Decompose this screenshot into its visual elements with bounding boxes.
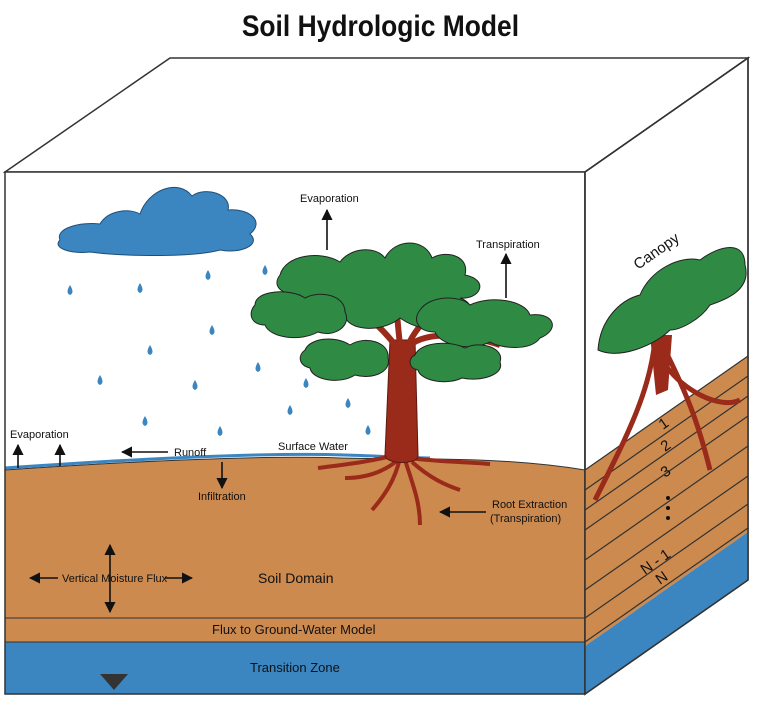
- label-root-extraction: Root Extraction: [492, 499, 567, 511]
- label-surface-water: Surface Water: [278, 441, 348, 453]
- label-root-extraction-sub: (Transpiration): [490, 513, 561, 525]
- side-soil: [585, 356, 748, 646]
- side-tree: [592, 247, 747, 502]
- label-transpiration: Transpiration: [476, 239, 540, 251]
- label-transition-zone: Transition Zone: [250, 660, 340, 675]
- label-vertical-moisture-flux: Vertical Moisture Flux: [62, 573, 168, 585]
- soil-domain-area: [4, 456, 586, 619]
- side-layer-lines: [584, 355, 749, 643]
- raindrops: [67, 265, 371, 436]
- cloud: [57, 186, 257, 256]
- label-flux-to-groundwater: Flux to Ground-Water Model: [212, 622, 376, 637]
- main-tree: [250, 242, 553, 526]
- label-evaporation-top: Evaporation: [300, 193, 359, 205]
- flux-arrows: [12, 208, 512, 614]
- label-infiltration: Infiltration: [198, 491, 246, 503]
- water-table-icon: [100, 674, 128, 690]
- label-soil-domain: Soil Domain: [258, 570, 333, 586]
- side-water: [585, 532, 748, 694]
- side-face-outline: [584, 56, 749, 696]
- label-runoff: Runoff: [174, 447, 207, 459]
- label-evaporation-left: Evaporation: [10, 429, 69, 441]
- layer-ellipsis: [666, 496, 670, 520]
- page-title: Soil Hydrologic Model: [241, 10, 520, 43]
